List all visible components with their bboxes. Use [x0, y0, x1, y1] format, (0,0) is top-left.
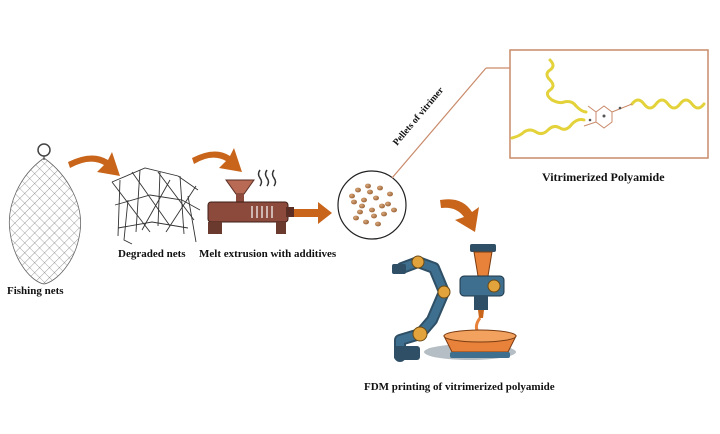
pellet: [365, 183, 371, 189]
pellet: [391, 207, 397, 213]
arrow-1-icon: [68, 152, 120, 176]
pellet: [353, 215, 359, 221]
degraded-net-icon: [111, 167, 201, 245]
arrow-2-icon: [192, 148, 242, 172]
arrow-3-icon: [293, 202, 332, 224]
pellet: [379, 203, 385, 209]
pellet: [355, 187, 361, 193]
callout-lines: [391, 67, 510, 179]
pellet: [377, 185, 383, 191]
pellet: [349, 193, 355, 199]
pellet: [351, 199, 357, 205]
pellets-label: Pellets of vitrimer: [392, 85, 447, 148]
polymer-structure-icon: [509, 49, 709, 159]
arrow-4-icon: [440, 199, 479, 232]
pellet: [361, 197, 367, 203]
pellet: [371, 213, 377, 219]
vitrimerized-polyamide-label: Vitrimerized Polyamide: [542, 170, 665, 184]
pellet: [369, 207, 375, 213]
melt-extrusion-label: Melt extrusion with additives: [199, 248, 337, 260]
pellet: [375, 221, 381, 227]
pellets-icon: [337, 170, 407, 240]
pellet: [373, 195, 379, 201]
fdm-printing-label: FDM printing of vitrimerized polyamide: [364, 381, 555, 393]
pellet: [363, 219, 369, 225]
pellet: [385, 201, 391, 207]
robot-printer-icon: [392, 244, 517, 362]
pellet: [359, 203, 365, 209]
pellet: [381, 211, 387, 217]
fishing-net-icon: [8, 143, 82, 285]
fishing-nets-label: Fishing nets: [7, 285, 64, 297]
degraded-nets-label: Degraded nets: [118, 248, 186, 260]
pellet: [387, 191, 393, 197]
pellet: [357, 209, 363, 215]
extruder-icon: [207, 169, 294, 234]
pellet: [367, 189, 373, 195]
